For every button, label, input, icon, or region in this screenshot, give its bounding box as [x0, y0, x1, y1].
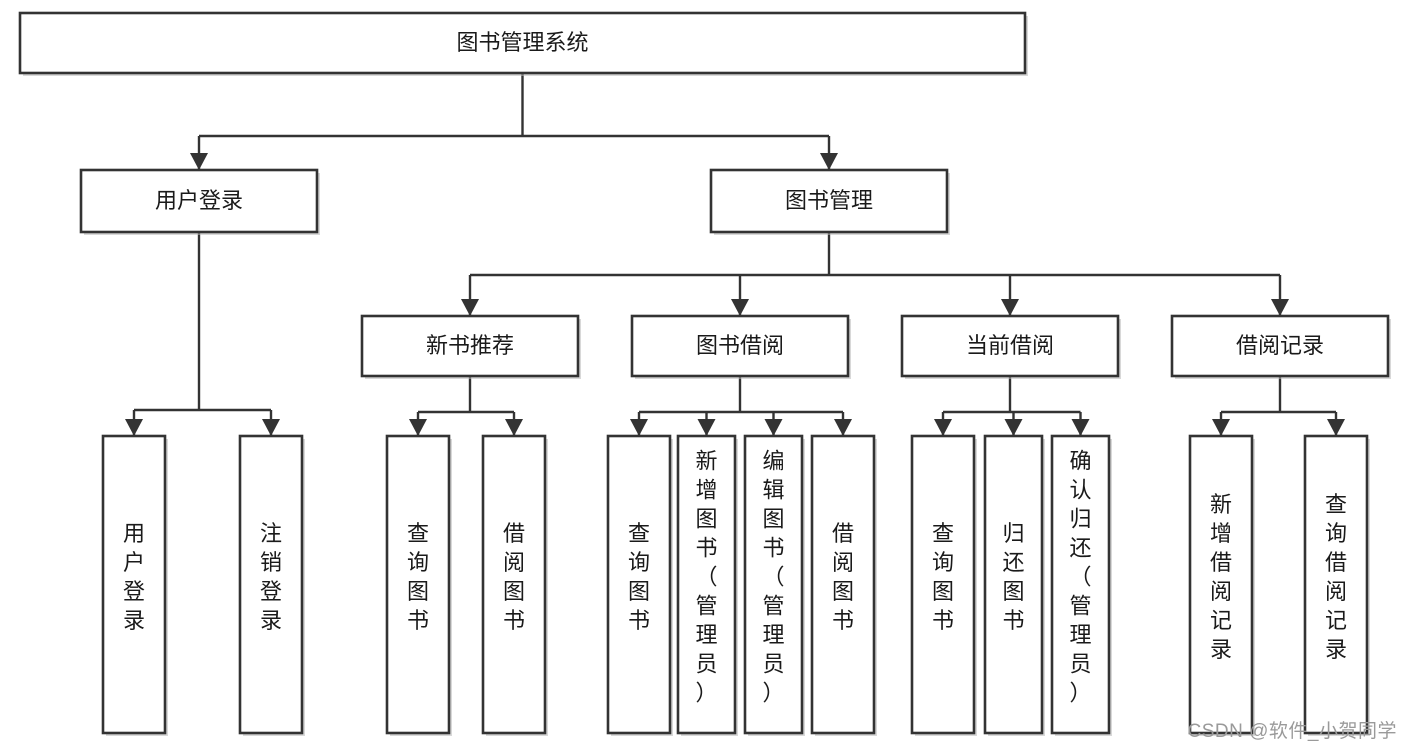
node-box[interactable] — [743, 434, 804, 735]
edge-group-new-book-recommend — [409, 376, 523, 436]
node-label: 新增图书（管理员） — [695, 449, 717, 706]
node-leaf-query-book-2[interactable]: 查询图书 — [606, 434, 673, 736]
arrow-head-icon — [764, 419, 783, 436]
arrow-head-icon — [1004, 419, 1023, 436]
arrow-head-icon — [262, 419, 280, 436]
arrow-head-icon — [834, 419, 852, 436]
node-label: 用户登录 — [123, 521, 145, 633]
node-borrow-record[interactable]: 借阅记录 — [1170, 314, 1391, 379]
arrow-head-icon — [505, 419, 523, 436]
edge-group-current-borrow — [934, 376, 1090, 436]
node-leaf-confirm-return-admin[interactable]: 确认归还（管理员） — [1050, 434, 1112, 736]
node-label: 注销登录 — [260, 521, 282, 633]
node-label: 新书推荐 — [426, 333, 514, 358]
node-box[interactable] — [1050, 434, 1111, 735]
node-box[interactable] — [238, 434, 304, 735]
arrow-head-icon — [630, 419, 648, 436]
node-leaf-edit-book-admin[interactable]: 编辑图书（管理员） — [743, 434, 805, 736]
node-label: 图书借阅 — [696, 333, 784, 358]
node-box[interactable] — [481, 434, 547, 735]
node-book-manage[interactable]: 图书管理 — [709, 168, 950, 235]
arrow-head-icon — [461, 299, 479, 316]
arrow-head-icon — [1327, 419, 1345, 436]
node-label: 查询借阅记录 — [1325, 492, 1347, 662]
node-label: 归还图书 — [1002, 521, 1024, 633]
edge-group-book-borrow — [630, 376, 852, 436]
node-leaf-query-book-1[interactable]: 查询图书 — [385, 434, 452, 736]
node-box[interactable] — [810, 434, 876, 735]
node-current-borrow[interactable]: 当前借阅 — [900, 314, 1121, 379]
node-label: 编辑图书（管理员） — [762, 449, 784, 706]
node-label: 查询图书 — [628, 521, 650, 633]
node-leaf-query-borrow-record[interactable]: 查询借阅记录 — [1303, 434, 1370, 736]
node-box[interactable] — [360, 314, 580, 378]
arrow-head-icon — [125, 419, 143, 436]
node-leaf-add-borrow-record[interactable]: 新增借阅记录 — [1188, 434, 1255, 736]
arrow-head-icon — [697, 419, 716, 436]
edge-group-borrow-record — [1212, 376, 1345, 436]
node-box[interactable] — [385, 434, 451, 735]
node-box[interactable] — [101, 434, 167, 735]
node-label: 借阅图书 — [503, 521, 525, 633]
edge-group-book-manage — [461, 232, 1289, 316]
node-box[interactable] — [709, 168, 949, 234]
node-label: 图书管理 — [785, 188, 873, 213]
node-leaf-borrow-book-2[interactable]: 借阅图书 — [810, 434, 877, 736]
node-leaf-return-book[interactable]: 归还图书 — [983, 434, 1045, 736]
edge-group-user-login — [125, 232, 280, 436]
node-label: 图书管理系统 — [456, 30, 588, 55]
node-box[interactable] — [676, 434, 737, 735]
node-leaf-user-login[interactable]: 用户登录 — [101, 434, 168, 736]
node-box[interactable] — [1170, 314, 1390, 378]
node-user-login[interactable]: 用户登录 — [79, 168, 320, 235]
node-box[interactable] — [79, 168, 319, 234]
node-leaf-query-book-3[interactable]: 查询图书 — [910, 434, 977, 736]
node-box[interactable] — [910, 434, 976, 735]
node-label: 确认归还（管理员） — [1069, 449, 1091, 706]
node-label: 借阅图书 — [832, 521, 854, 633]
node-book-borrow[interactable]: 图书借阅 — [630, 314, 851, 379]
arrow-head-icon — [409, 419, 427, 436]
arrow-head-icon — [1001, 299, 1019, 316]
node-box[interactable] — [983, 434, 1044, 735]
node-label: 用户登录 — [155, 188, 243, 213]
connectors-layer — [125, 73, 1345, 436]
node-label: 查询图书 — [407, 521, 429, 633]
arrow-head-icon — [820, 153, 838, 170]
arrow-head-icon — [1212, 419, 1230, 436]
arrow-head-icon — [1071, 419, 1090, 436]
node-root[interactable]: 图书管理系统 — [18, 11, 1028, 76]
node-label: 新增借阅记录 — [1210, 492, 1232, 662]
arrow-head-icon — [1271, 299, 1289, 316]
arrow-head-icon — [731, 299, 749, 316]
node-box[interactable] — [606, 434, 672, 735]
node-box[interactable] — [1303, 434, 1369, 735]
arrow-head-icon — [190, 153, 208, 170]
arrow-head-icon — [934, 419, 952, 436]
node-label: 当前借阅 — [966, 333, 1054, 358]
node-label: 借阅记录 — [1236, 333, 1324, 358]
node-new-book-recommend[interactable]: 新书推荐 — [360, 314, 581, 379]
node-leaf-borrow-book-1[interactable]: 借阅图书 — [481, 434, 548, 736]
node-box[interactable] — [18, 11, 1027, 75]
node-leaf-logout-login[interactable]: 注销登录 — [238, 434, 305, 736]
edge-group-root — [190, 73, 838, 170]
node-label: 查询图书 — [932, 521, 954, 633]
nodes-layer: 图书管理系统用户登录图书管理新书推荐图书借阅当前借阅借阅记录用户登录注销登录查询… — [18, 11, 1391, 736]
node-leaf-add-book-admin[interactable]: 新增图书（管理员） — [676, 434, 738, 736]
node-box[interactable] — [900, 314, 1120, 378]
node-box[interactable] — [630, 314, 850, 378]
node-box[interactable] — [1188, 434, 1254, 735]
